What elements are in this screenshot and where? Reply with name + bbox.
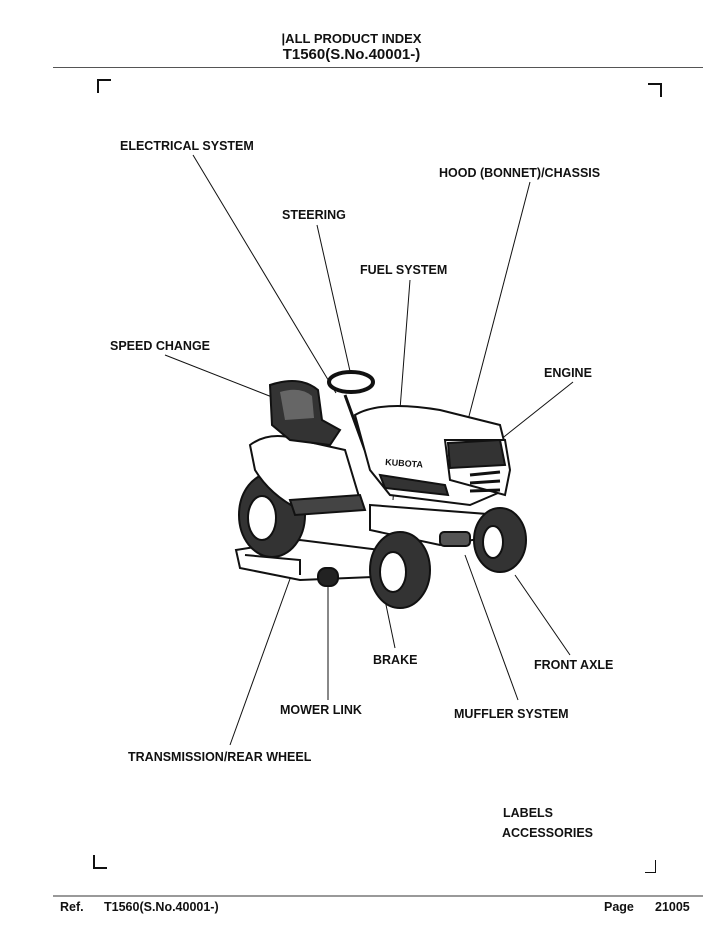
link-accessories[interactable]: ACCESSORIES: [502, 826, 593, 840]
footer-page-number: 21005: [655, 900, 690, 914]
mower-deck-wheel: [317, 567, 339, 587]
callout-mower-link[interactable]: MOWER LINK: [280, 703, 362, 717]
leader-engine: [499, 381, 574, 441]
callout-steering[interactable]: STEERING: [282, 208, 346, 222]
leader-muffler-system: [464, 554, 519, 701]
leader-lines: [164, 154, 574, 746]
header-divider: [53, 67, 703, 68]
callout-muffler-system[interactable]: MUFFLER SYSTEM: [454, 707, 569, 721]
callout-brake[interactable]: BRAKE: [373, 653, 418, 667]
leader-front-axle: [514, 574, 571, 656]
crop-mark-top-left: [97, 79, 111, 93]
callout-electrical-system[interactable]: ELECTRICAL SYSTEM: [120, 139, 254, 153]
callout-hood-chassis[interactable]: HOOD (BONNET)/CHASSIS: [439, 166, 601, 180]
leader-brake: [384, 599, 396, 649]
footer-page-label: Page: [604, 900, 634, 914]
crop-mark-bottom-left: [93, 855, 107, 869]
callout-fuel-system[interactable]: FUEL SYSTEM: [360, 263, 448, 277]
header-title: |ALL PRODUCT INDEX: [281, 31, 422, 46]
footer-ref-model: T1560(S.No.40001-): [104, 900, 219, 914]
muffler: [439, 531, 471, 547]
callout-speed-change[interactable]: SPEED CHANGE: [110, 339, 211, 353]
crop-mark-bottom-right: [645, 860, 656, 873]
callout-transmission-rear-wheel[interactable]: TRANSMISSION/REAR WHEEL: [128, 750, 312, 764]
leader-transmission: [229, 564, 296, 746]
kubota-logo: KUBOTA: [385, 457, 424, 470]
crop-mark-top-right: [648, 83, 662, 97]
link-labels[interactable]: LABELS: [503, 806, 553, 820]
callout-front-axle[interactable]: FRONT AXLE: [534, 658, 614, 672]
leader-steering: [316, 224, 353, 381]
steering-wheel: [327, 370, 375, 394]
leader-speed-change: [164, 354, 273, 398]
leader-electrical-system: [192, 154, 337, 394]
header-model: T1560(S.No.40001-): [282, 46, 421, 63]
tractor-drawing: KUBOTA: [234, 370, 527, 609]
headlight-grille: [446, 438, 507, 470]
footer-divider: [53, 895, 703, 897]
footer-ref-label: Ref.: [60, 900, 84, 914]
leader-hood-chassis: [467, 181, 531, 421]
front-grille-slats: [469, 470, 501, 493]
callout-engine[interactable]: ENGINE: [544, 366, 592, 380]
